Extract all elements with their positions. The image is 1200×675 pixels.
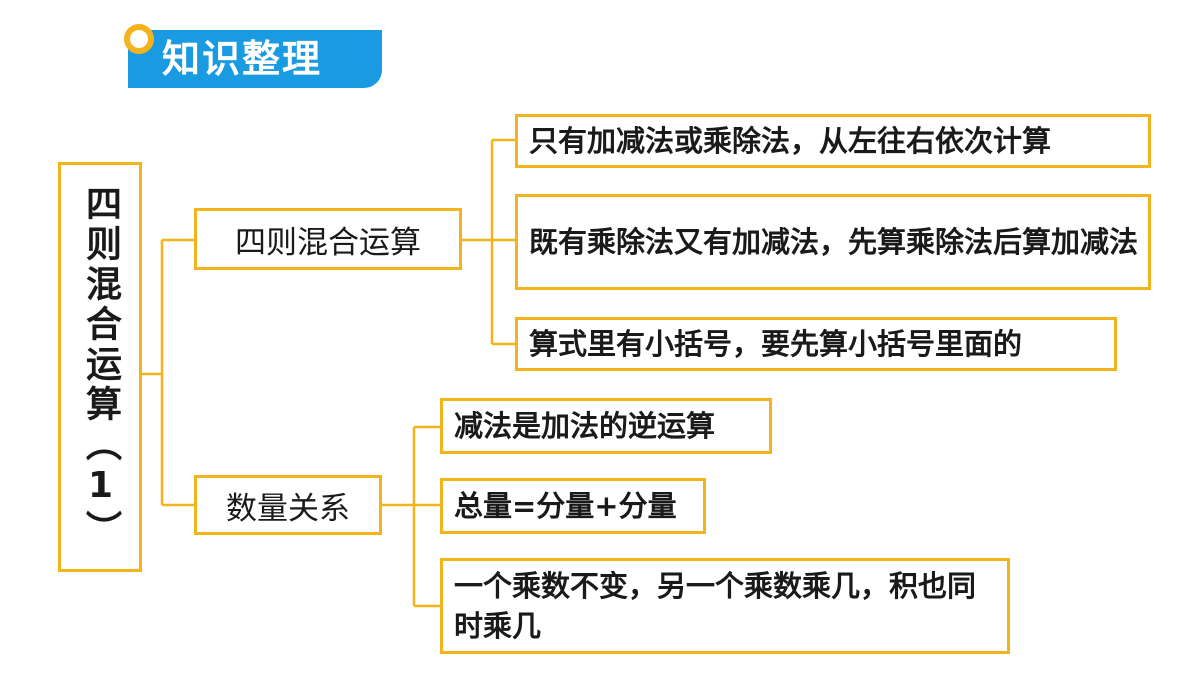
branch-label: 数量关系 [226, 490, 350, 527]
leaf-label: 既有乘除法又有加减法，先算乘除法后算加减法 [529, 225, 1139, 259]
leaf-node: 只有加减法或乘除法，从左往右依次计算 [515, 114, 1151, 168]
branch-node-mixed-operations: 四则混合运算 [194, 208, 462, 270]
leaf-label: 算式里有小括号，要先算小括号里面的 [529, 327, 1023, 361]
leaf-label: 总量=分量+分量 [454, 489, 677, 523]
leaf-node: 总量=分量+分量 [440, 478, 706, 534]
leaf-node: 既有乘除法又有加减法，先算乘除法后算加减法 [515, 194, 1151, 290]
badge-dot-icon [124, 24, 154, 54]
leaf-node: 减法是加法的逆运算 [440, 398, 772, 454]
leaf-label: 减法是加法的逆运算 [454, 409, 716, 443]
root-label: 四则混合运算（1） [80, 184, 121, 550]
root-node: 四则混合运算（1） [58, 162, 142, 572]
section-badge: 知识整理 [124, 24, 382, 88]
leaf-label: 一个乘数不变，另一个乘数乘几，积也同时乘几 [454, 569, 977, 643]
badge-background [128, 30, 382, 88]
leaf-label: 只有加减法或乘除法，从左往右依次计算 [529, 124, 1052, 158]
branch-label: 四则混合运算 [235, 224, 421, 261]
leaf-node: 一个乘数不变，另一个乘数乘几，积也同时乘几 [440, 558, 1010, 654]
branch-node-quantity-relations: 数量关系 [194, 475, 382, 535]
badge-title: 知识整理 [162, 37, 323, 81]
leaf-node: 算式里有小括号，要先算小括号里面的 [515, 317, 1117, 371]
